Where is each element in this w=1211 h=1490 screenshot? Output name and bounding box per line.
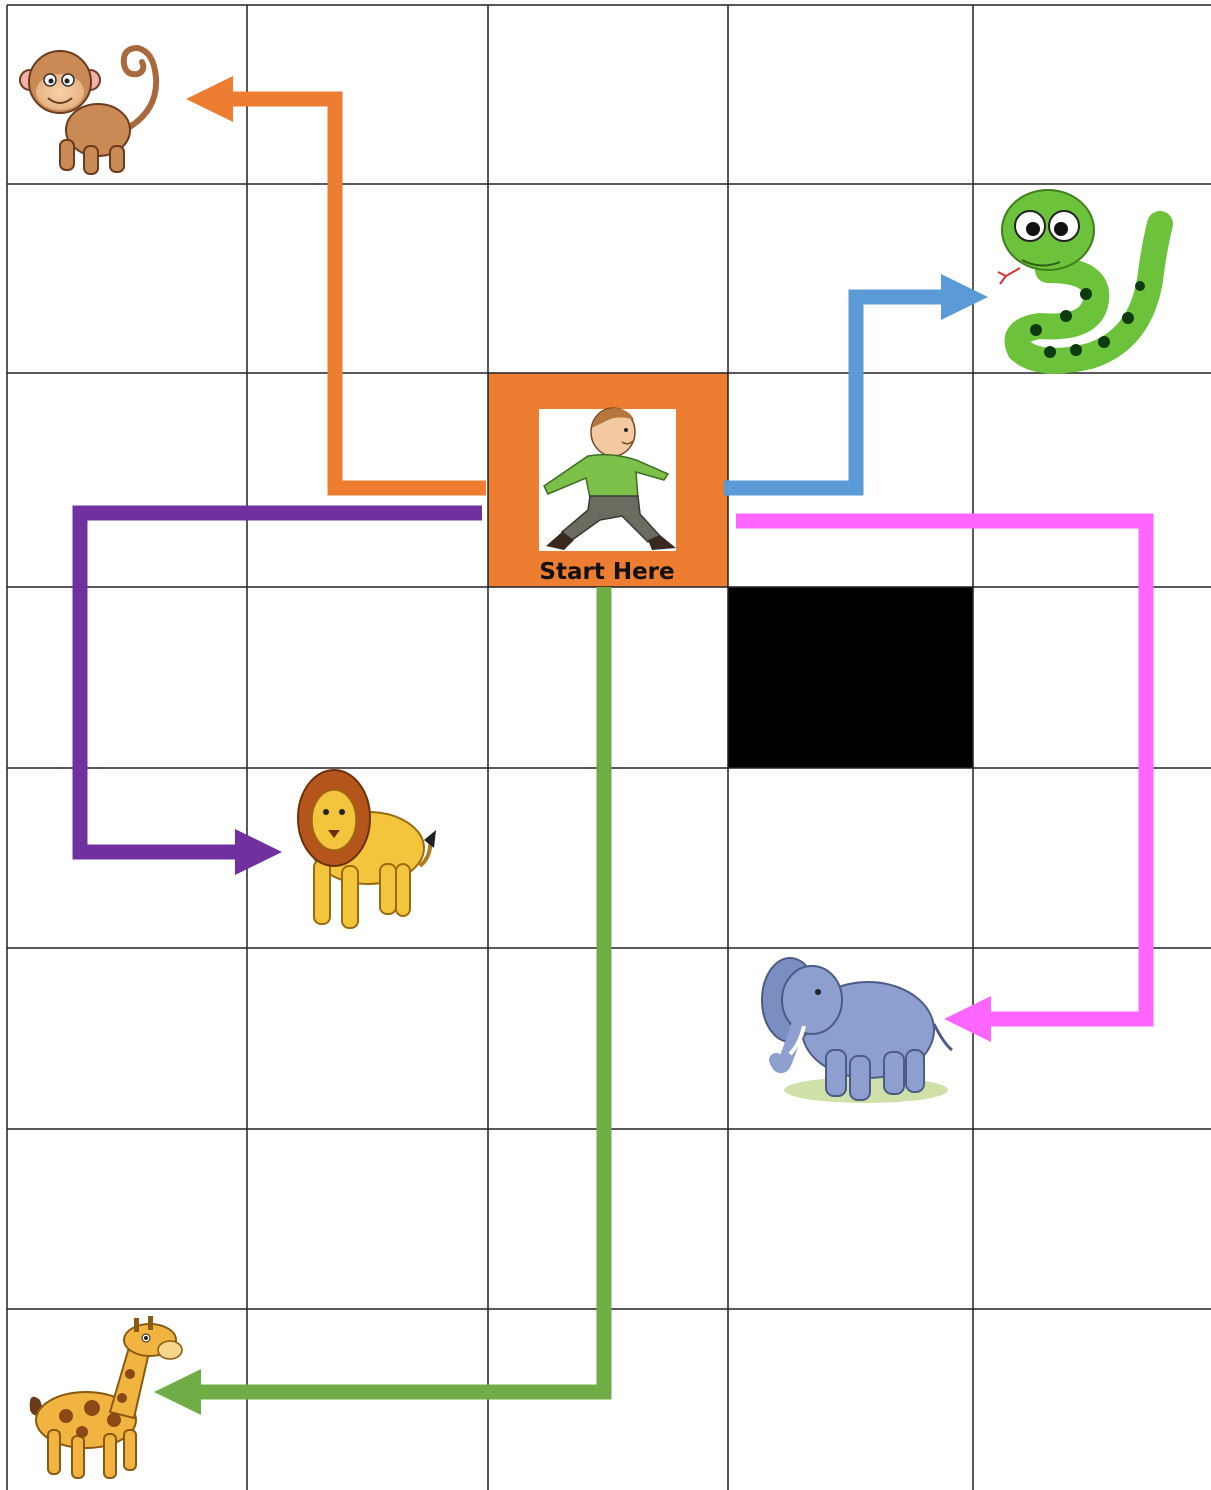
walking-man-icon bbox=[539, 408, 676, 551]
arrowhead bbox=[186, 76, 233, 122]
giraffe-icon bbox=[30, 1316, 182, 1478]
arrowhead bbox=[235, 829, 282, 875]
arrowhead bbox=[941, 274, 988, 320]
elephant-icon bbox=[762, 958, 952, 1103]
blocked-cell bbox=[728, 587, 973, 768]
path-to-snake bbox=[724, 274, 988, 488]
arrowhead bbox=[944, 996, 991, 1042]
path-to-monkey bbox=[186, 76, 486, 488]
monkey-icon bbox=[20, 48, 156, 174]
path-to-lion bbox=[80, 513, 482, 875]
arrowhead bbox=[154, 1369, 201, 1415]
lion-icon bbox=[298, 770, 436, 928]
start-label: Start Here bbox=[539, 559, 674, 585]
snake-icon bbox=[998, 190, 1160, 361]
path-to-giraffe bbox=[154, 587, 604, 1415]
